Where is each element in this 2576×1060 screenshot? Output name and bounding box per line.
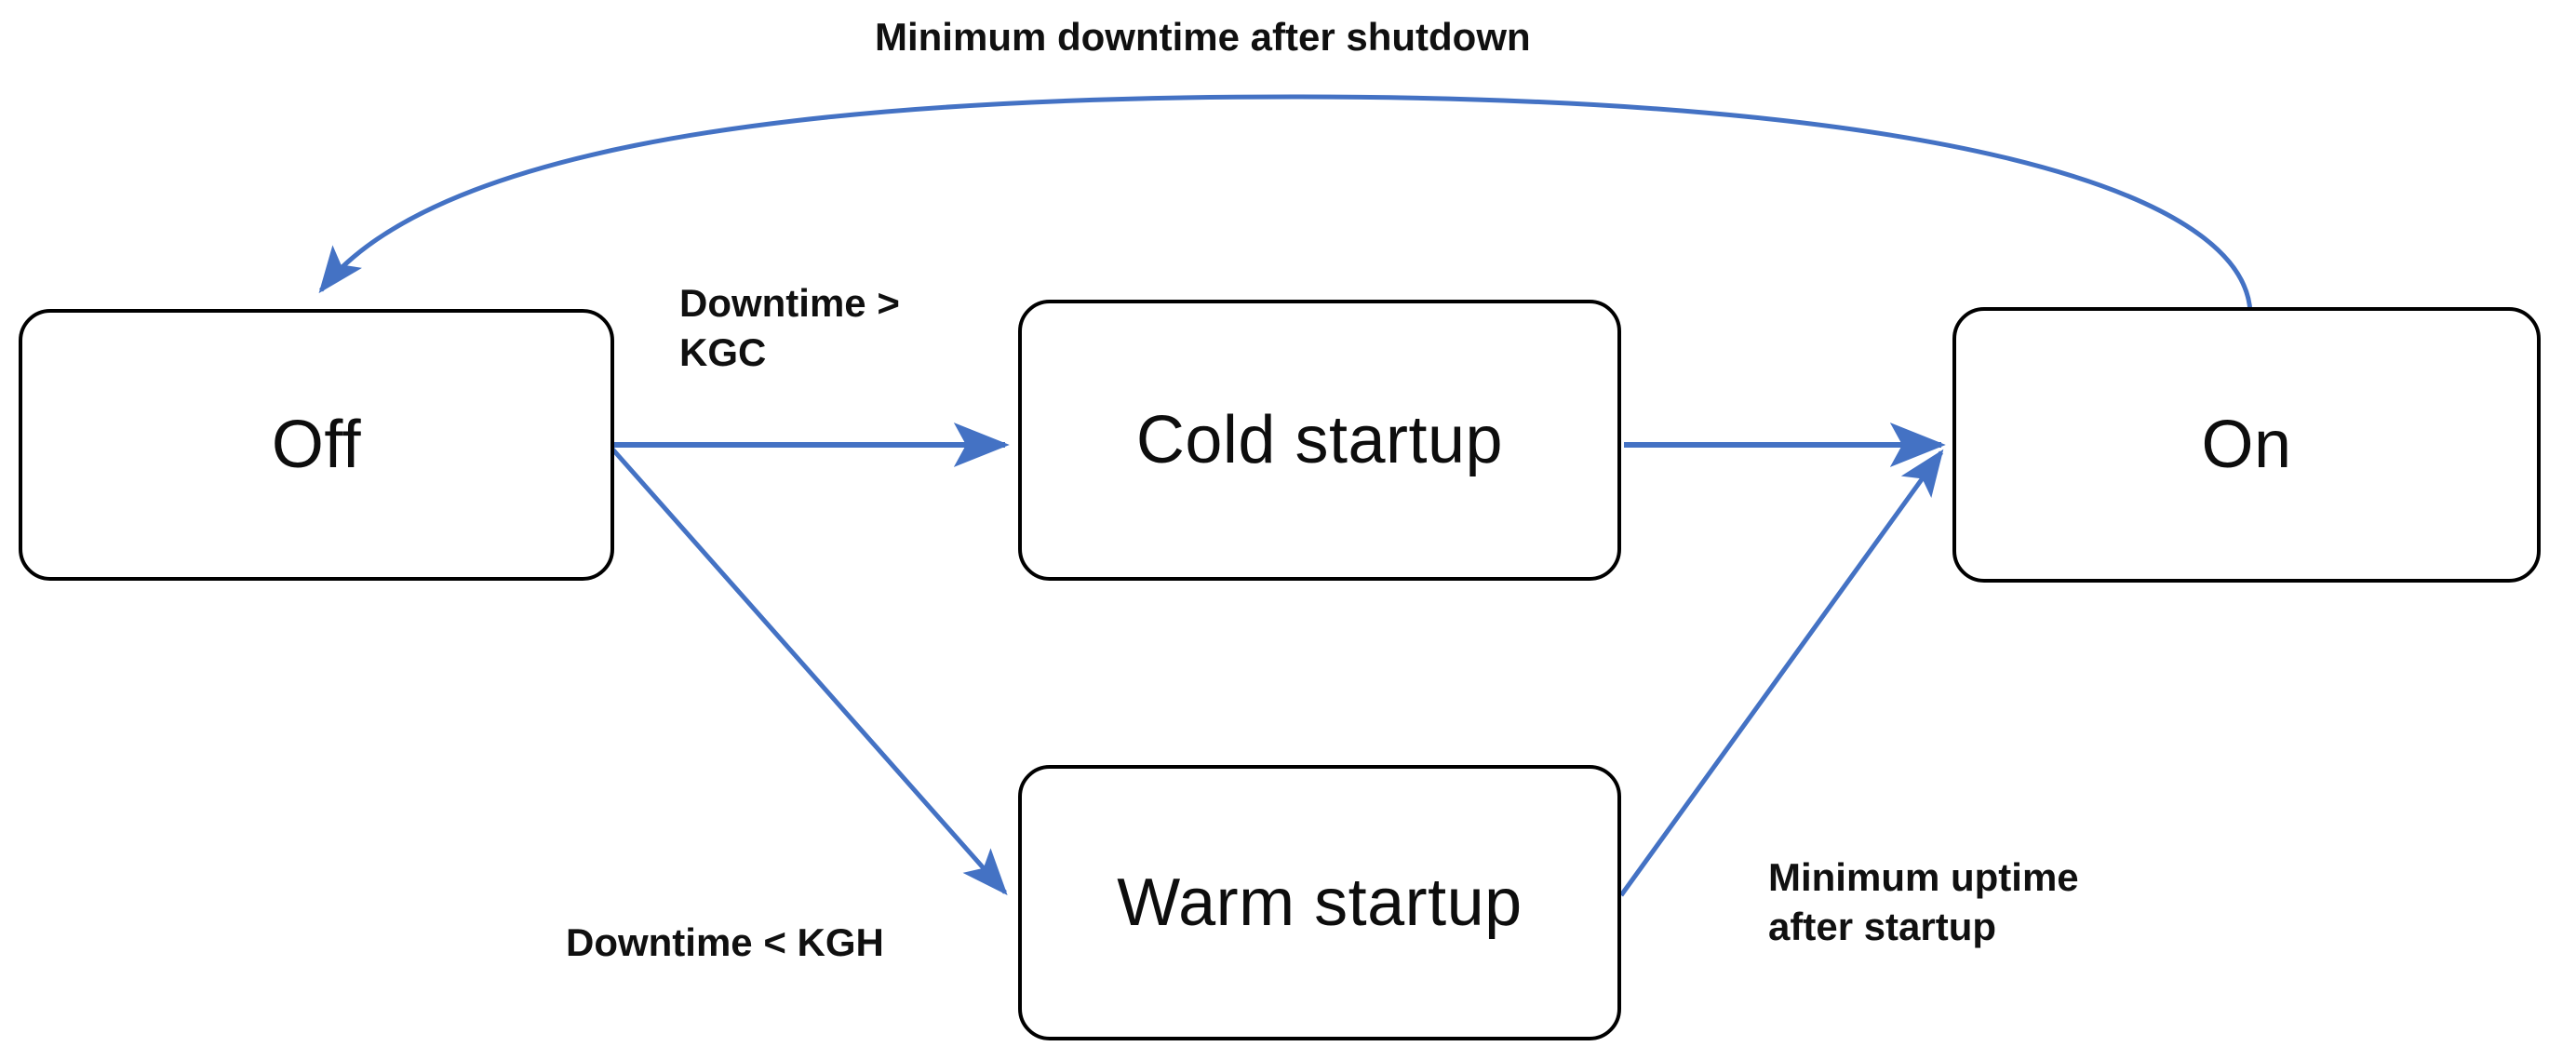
state-node-warm-startup-label: Warm startup [1117, 865, 1523, 940]
state-node-cold-startup-label: Cold startup [1135, 403, 1504, 477]
state-node-on-label: On [2201, 408, 2292, 482]
edge-label-min-uptime-after-startup: Minimum uptime after startup [1768, 855, 2079, 948]
state-node-off[interactable]: Off [19, 309, 614, 581]
edge-off-to-warm [608, 444, 1008, 895]
edge-on-to-off [318, 94, 2253, 314]
state-node-cold-startup[interactable]: Cold startup [1018, 300, 1621, 581]
edge-warm-to-on [1618, 449, 1944, 897]
state-node-on[interactable]: On [1952, 307, 2541, 583]
state-node-off-label: Off [271, 408, 362, 482]
edge-label-downtime-less-kgh: Downtime < KGH [566, 920, 884, 964]
state-node-warm-startup[interactable]: Warm startup [1018, 765, 1621, 1040]
edge-label-downtime-greater-kgc: Downtime > KGC [679, 281, 900, 374]
edge-label-min-downtime-after-shutdown: Minimum downtime after shutdown [875, 15, 1531, 59]
